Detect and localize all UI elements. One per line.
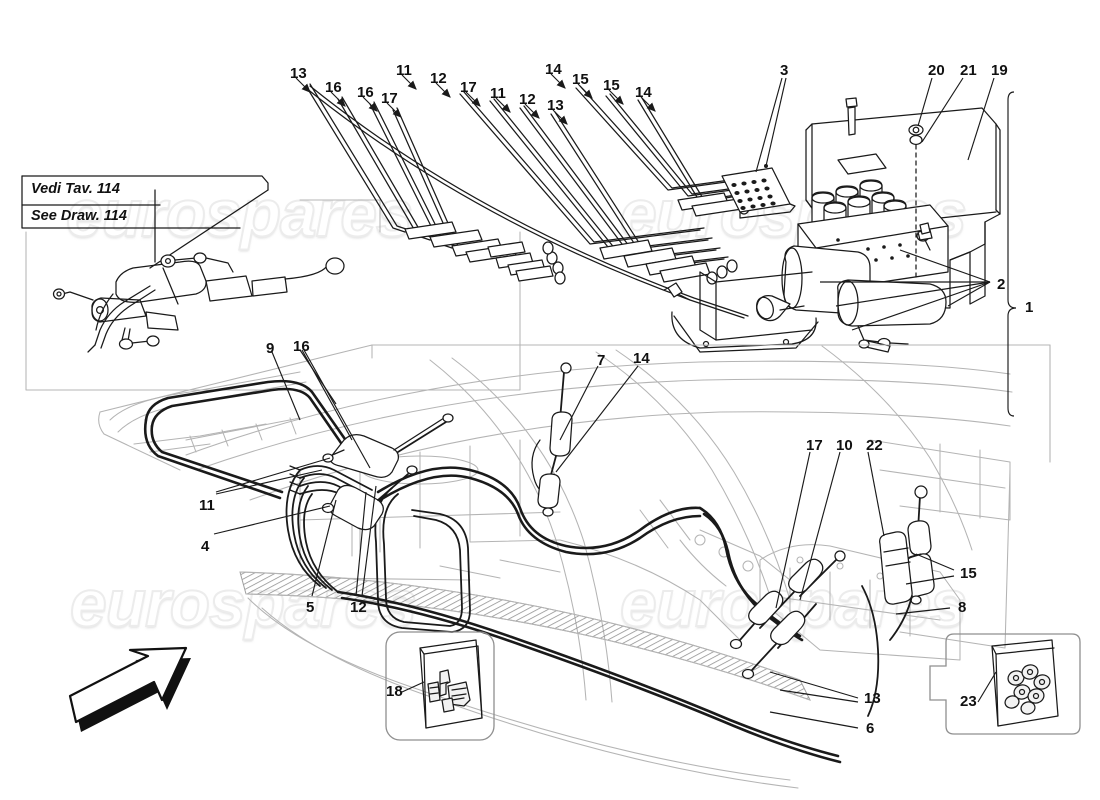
direction-arrow <box>68 646 191 732</box>
tube-fittings-left <box>404 221 566 285</box>
callout-11: 11 <box>396 62 412 79</box>
callout-15: 15 <box>603 77 620 94</box>
callout-16: 16 <box>325 79 342 96</box>
callout-9: 9 <box>266 340 275 357</box>
callout-22: 22 <box>866 437 883 454</box>
callout-16: 16 <box>293 338 310 355</box>
callout-17: 17 <box>806 437 823 454</box>
callout-4: 4 <box>201 538 210 555</box>
callout-5: 5 <box>306 599 315 616</box>
callout-14: 14 <box>635 84 652 101</box>
callout-15: 15 <box>960 565 977 582</box>
callout-8: 8 <box>958 599 967 616</box>
callout-19: 19 <box>991 62 1008 79</box>
reference-cylinder-assembly <box>52 252 345 353</box>
callout-21: 21 <box>960 62 977 79</box>
callout-6: 6 <box>866 720 875 737</box>
callout-16: 16 <box>357 84 374 101</box>
callout-17: 17 <box>460 79 477 96</box>
routed-hydraulic-hoses <box>143 379 880 764</box>
callout-11: 11 <box>490 85 506 102</box>
callout-14: 14 <box>545 61 562 78</box>
callout-13: 13 <box>547 97 564 114</box>
callout-7: 7 <box>597 352 606 369</box>
watermark-text: eurospares <box>65 175 414 251</box>
callout-18: 18 <box>386 683 403 700</box>
callout-17: 17 <box>381 90 398 107</box>
distribution-plate <box>721 167 796 219</box>
callout-3: 3 <box>780 62 789 79</box>
reference-panel-114 <box>21 175 521 391</box>
callout-12: 12 <box>350 599 367 616</box>
callout-12: 12 <box>519 91 536 108</box>
callout-13: 13 <box>864 690 881 707</box>
callout-12: 12 <box>430 70 447 87</box>
callout-20: 20 <box>928 62 945 79</box>
actuator-cylinders <box>321 362 935 680</box>
callout-leader-lines <box>213 73 1017 729</box>
reference-note-english: See Draw. 114 <box>31 208 127 224</box>
callout-11: 11 <box>199 497 215 514</box>
callout-1: 1 <box>1025 299 1034 316</box>
inset-box-23 <box>929 633 1081 735</box>
callout-2: 2 <box>997 276 1006 293</box>
callout-23: 23 <box>960 693 977 710</box>
hydraulic-pump-assembly <box>663 97 1001 353</box>
reference-note-italian: Vedi Tav. 114 <box>31 181 120 197</box>
callout-14: 14 <box>633 350 650 367</box>
callout-10: 10 <box>836 437 853 454</box>
hydraulic-tube-bundle-right <box>305 85 754 319</box>
callout-13: 13 <box>290 65 307 82</box>
callout-15: 15 <box>572 71 589 88</box>
hydraulic-tube-bundle-left <box>305 83 566 285</box>
inset-box-18 <box>385 631 495 741</box>
